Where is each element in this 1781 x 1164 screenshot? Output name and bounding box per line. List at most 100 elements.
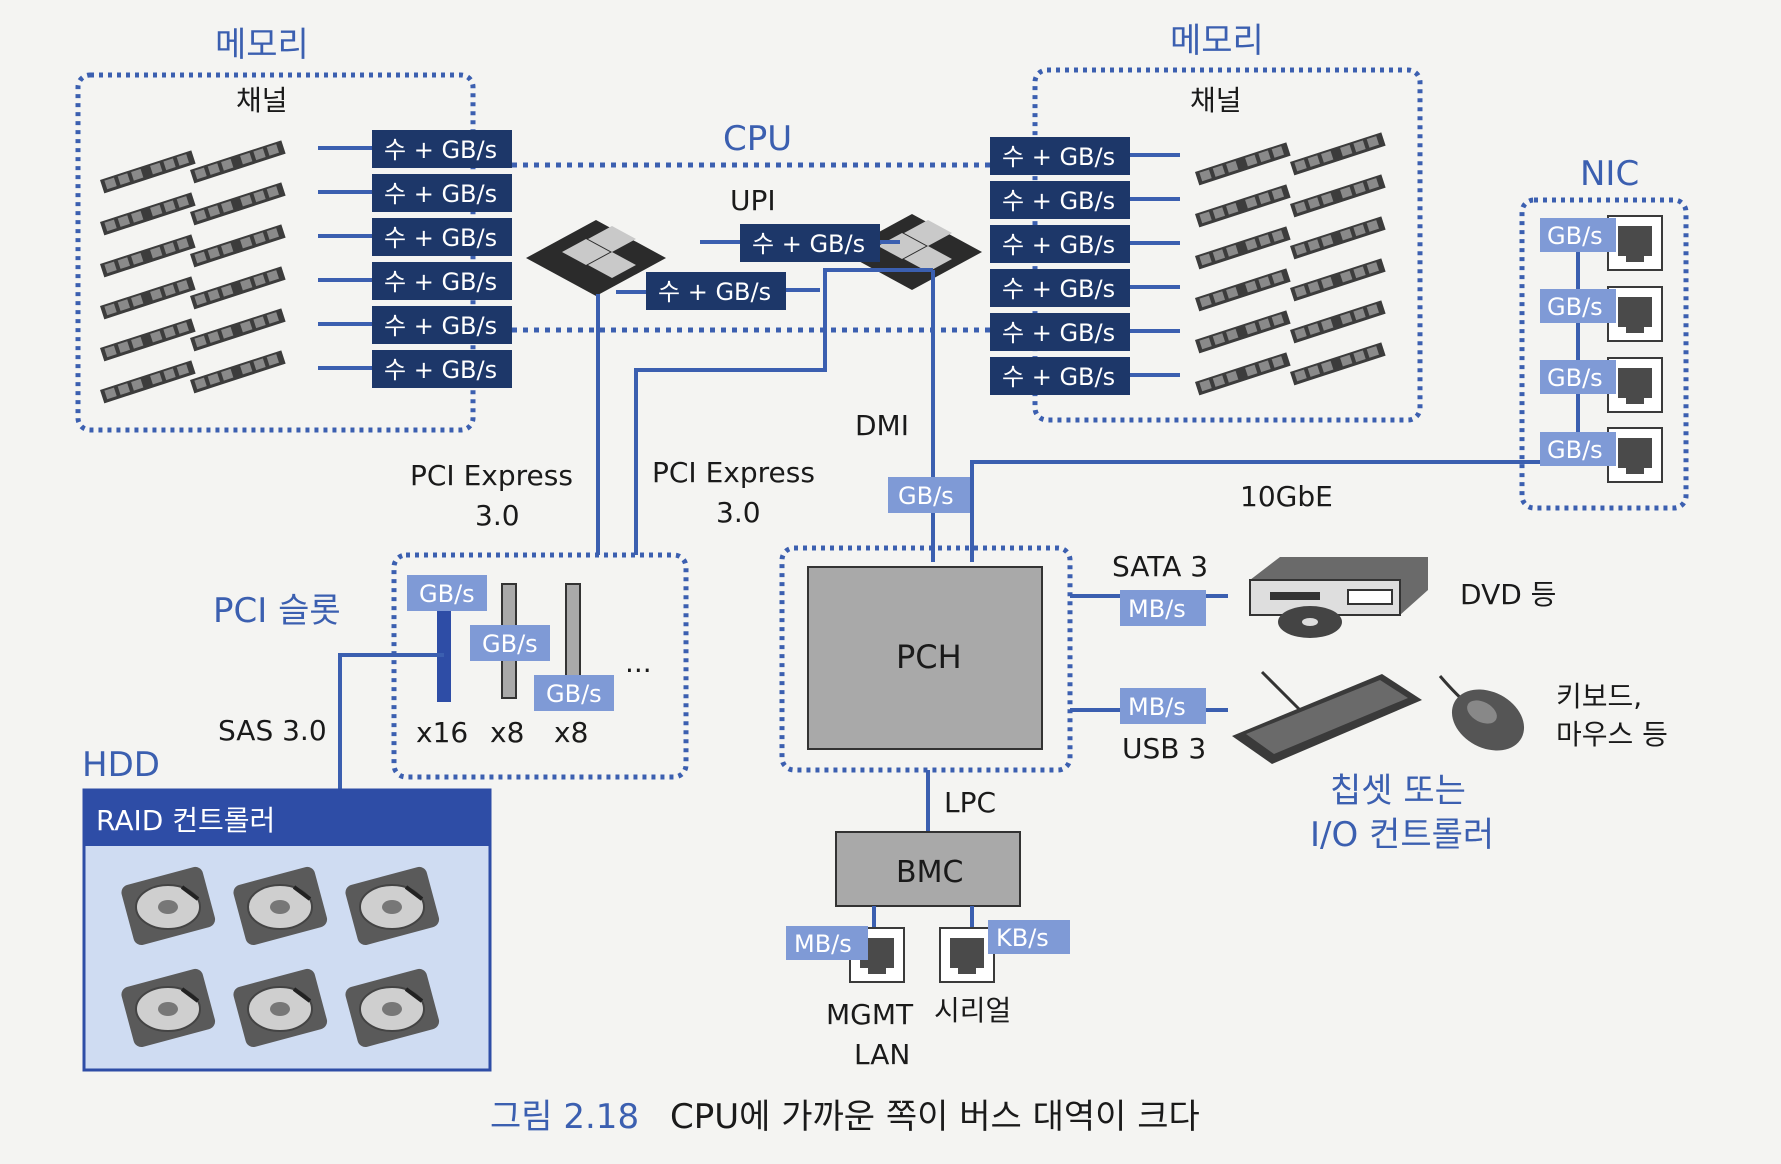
upi-bandwidth-tag bbox=[740, 224, 880, 262]
serial-port bbox=[939, 927, 995, 983]
memory-right-channel-lines bbox=[1130, 153, 1180, 377]
pci-slot-width: x8 bbox=[554, 716, 588, 749]
memory-left-dimms bbox=[100, 140, 286, 404]
pci-slot-more: ... bbox=[625, 646, 652, 679]
serial-tag-text: KB/s bbox=[996, 924, 1049, 952]
pci-slot-width: x16 bbox=[416, 716, 468, 749]
cpu-cross-bandwidth-tag bbox=[646, 272, 786, 310]
memory-right-bandwidth-tags: 수 + GB/s 수 + GB/s 수 + GB/s 수 + GB/s 수 + … bbox=[990, 137, 1130, 395]
chipset-caption-1: 칩셋 또는 bbox=[1330, 771, 1466, 811]
dvd-drive-icon bbox=[1249, 557, 1428, 638]
sata-tag bbox=[1120, 590, 1206, 626]
memory-left-title: 메모리 bbox=[215, 25, 309, 65]
memory-left-tag: 수 + GB/s bbox=[384, 312, 497, 340]
chipset-caption-2: I/O 컨트롤러 bbox=[1310, 815, 1494, 855]
pcie-left-label: PCI Express bbox=[410, 459, 573, 492]
pci-slot-x16 bbox=[437, 582, 451, 702]
pch-chip bbox=[807, 566, 1043, 750]
pci-slot-tag bbox=[407, 575, 487, 611]
memory-left-tag: 수 + GB/s bbox=[384, 268, 497, 296]
usb-tag bbox=[1120, 688, 1206, 724]
memory-right-title: 메모리 bbox=[1170, 21, 1264, 61]
raid-controller-title: RAID 컨트롤러 bbox=[96, 804, 275, 837]
upi-bandwidth-text: 수 + GB/s bbox=[752, 230, 865, 258]
memory-right-tag: 수 + GB/s bbox=[1002, 231, 1115, 259]
dmi-label: DMI bbox=[855, 409, 909, 442]
sata-label: SATA 3 bbox=[1112, 550, 1208, 583]
nic-tag bbox=[1540, 432, 1616, 466]
nic-tag-text: GB/s bbox=[1547, 364, 1603, 392]
pci-slot-width: x8 bbox=[490, 716, 524, 749]
nic-tag bbox=[1540, 218, 1616, 252]
cpu-chip-left bbox=[526, 220, 666, 296]
nic-tag-text: GB/s bbox=[1547, 436, 1603, 464]
pcie-left-version: 3.0 bbox=[475, 499, 520, 532]
memory-right-group bbox=[1032, 67, 1423, 423]
10gbe-label: 10GbE bbox=[1240, 480, 1333, 513]
serial-label: 시리얼 bbox=[934, 994, 1011, 1027]
upi-lines bbox=[616, 240, 900, 294]
mgmt-tag bbox=[786, 926, 868, 960]
pci-slot-tag-text: GB/s bbox=[482, 630, 538, 658]
dmi-tag bbox=[888, 477, 970, 513]
pci-slot-tag-text: GB/s bbox=[546, 680, 602, 708]
mgmt-tag-text: MB/s bbox=[794, 930, 852, 958]
nic-ports bbox=[1607, 215, 1663, 483]
memory-left-tag: 수 + GB/s bbox=[384, 356, 497, 384]
usb-label: USB 3 bbox=[1122, 732, 1206, 765]
lpc-label: LPC bbox=[944, 786, 996, 819]
keyboard-icon bbox=[1232, 670, 1422, 764]
nic-title: NIC bbox=[1580, 154, 1639, 194]
raid-controller-header bbox=[84, 790, 490, 846]
pci-slot-tag-text: GB/s bbox=[419, 580, 475, 608]
memory-left-channel-lines bbox=[318, 146, 372, 370]
keyboard-mouse-label-1: 키보드, bbox=[1556, 680, 1642, 713]
memory-left-bandwidth-tags: 수 + GB/s 수 + GB/s 수 + GB/s 수 + GB/s 수 + … bbox=[372, 130, 512, 388]
memory-right-tag: 수 + GB/s bbox=[1002, 143, 1115, 171]
nic-tag-text: GB/s bbox=[1547, 222, 1603, 250]
memory-left-tag: 수 + GB/s bbox=[384, 180, 497, 208]
sata-tag-text: MB/s bbox=[1128, 595, 1186, 623]
cpu-dotted-links bbox=[512, 162, 990, 333]
figure-caption: CPU에 가까운 쪽이 버스 대역이 크다 bbox=[670, 1097, 1200, 1137]
serial-tag bbox=[988, 920, 1070, 954]
bmc-chip bbox=[835, 831, 1021, 907]
upi-label: UPI bbox=[730, 184, 776, 217]
sas-label: SAS 3.0 bbox=[218, 714, 327, 747]
nic-tag bbox=[1540, 360, 1616, 394]
memory-right-tag: 수 + GB/s bbox=[1002, 187, 1115, 215]
nic-tag-text: GB/s bbox=[1547, 293, 1603, 321]
dvd-label: DVD 등 bbox=[1460, 578, 1556, 611]
nic-group bbox=[1519, 197, 1689, 511]
memory-right-dimms bbox=[1195, 132, 1386, 396]
bmc-label: BMC bbox=[896, 855, 963, 890]
mgmt-label-2: LAN bbox=[854, 1038, 910, 1071]
10gbe-line bbox=[970, 460, 1540, 562]
pcie-right-label: PCI Express bbox=[652, 456, 815, 489]
memory-right-tag: 수 + GB/s bbox=[1002, 319, 1115, 347]
memory-left-channel-label: 채널 bbox=[236, 84, 288, 117]
pch-label: PCH bbox=[896, 638, 962, 676]
pci-slot-tag bbox=[470, 625, 550, 661]
memory-left-tag: 수 + GB/s bbox=[384, 136, 497, 164]
pcie-right-version: 3.0 bbox=[716, 496, 761, 529]
pcie-lines bbox=[596, 268, 933, 555]
mgmt-label-1: MGMT bbox=[826, 998, 914, 1031]
pci-slot-title: PCI 슬롯 bbox=[213, 591, 341, 631]
hdd-title: HDD bbox=[82, 745, 160, 785]
memory-left-tag: 수 + GB/s bbox=[384, 224, 497, 252]
memory-right-channel-label: 채널 bbox=[1190, 84, 1242, 117]
cpu-cross-bandwidth-text: 수 + GB/s bbox=[658, 278, 771, 306]
sas-line bbox=[338, 653, 444, 790]
cpu-label: CPU bbox=[723, 119, 792, 159]
dmi-tag-text: GB/s bbox=[898, 482, 954, 510]
usb-tag-text: MB/s bbox=[1128, 693, 1186, 721]
mouse-icon bbox=[1438, 675, 1525, 751]
figure-number: 그림 2.18 bbox=[490, 1097, 639, 1137]
pci-slot-tag bbox=[534, 675, 614, 711]
memory-right-tag: 수 + GB/s bbox=[1002, 363, 1115, 391]
memory-right-tag: 수 + GB/s bbox=[1002, 275, 1115, 303]
keyboard-mouse-label-2: 마우스 등 bbox=[1556, 718, 1668, 751]
